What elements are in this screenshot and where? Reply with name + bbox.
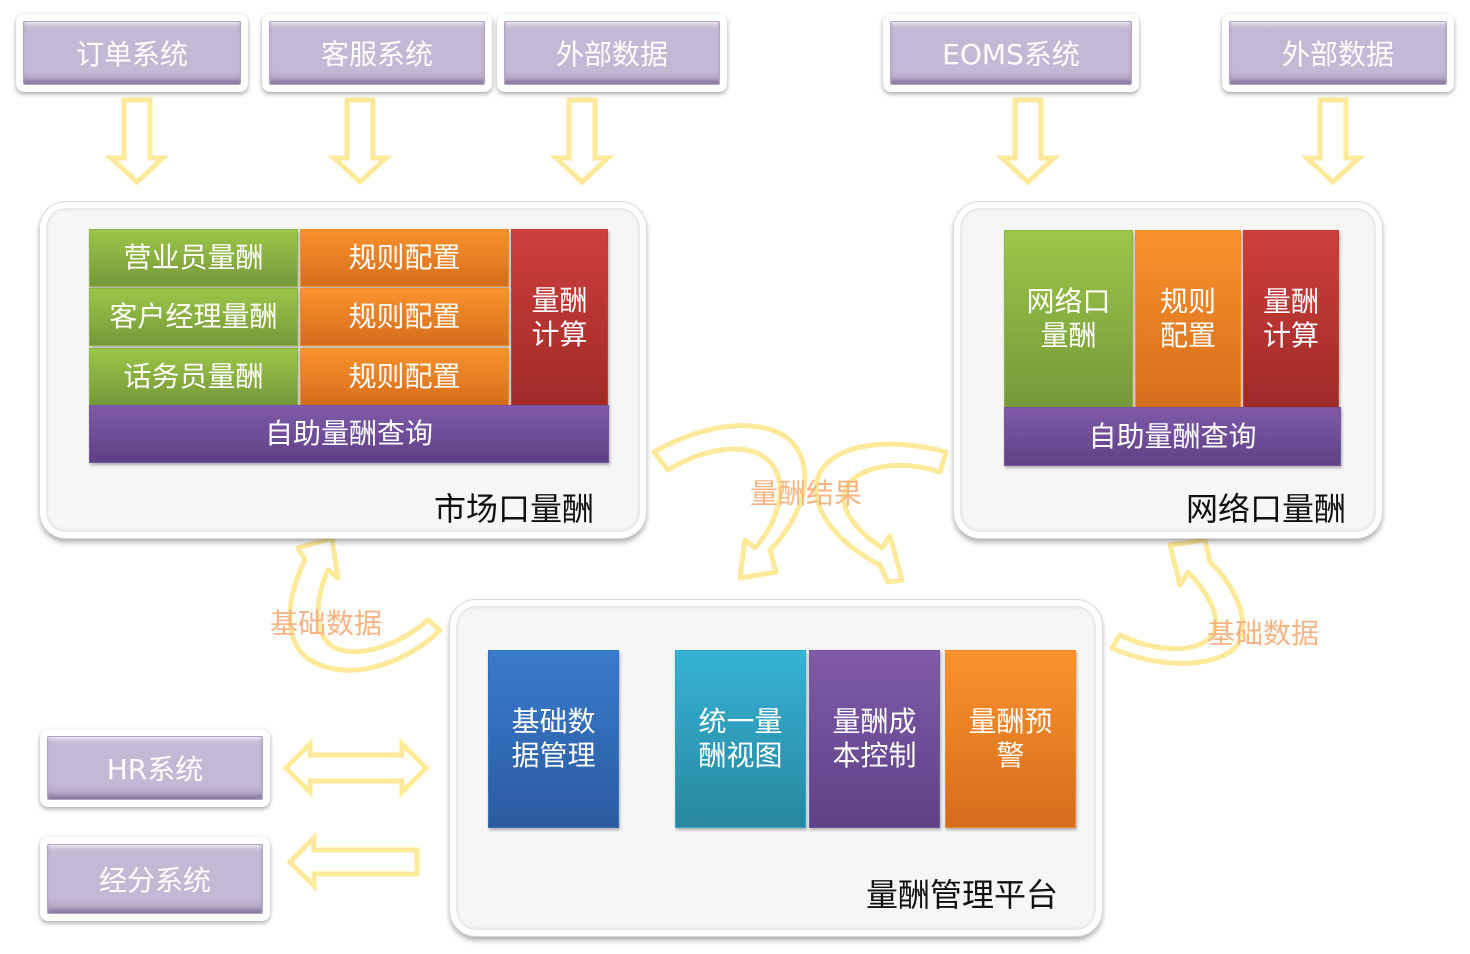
curved-arrow-icon (651, 423, 808, 581)
tile-label: 网络口 量酬 (1026, 285, 1111, 352)
source-order-system[interactable]: 订单系统 (16, 14, 248, 92)
flow-label-result: 量酬结果 (750, 477, 863, 510)
tile-label: 量酬 计算 (531, 283, 588, 351)
module-unified-view[interactable]: 统一量 酬视图 (675, 650, 806, 828)
source-hr-system[interactable]: HR系统 (40, 729, 270, 807)
role-sales-staff[interactable]: 营业员量酬 (89, 229, 298, 287)
source-label: 经分系统 (47, 844, 263, 914)
role-account-manager[interactable]: 客户经理量酬 (89, 288, 298, 346)
curved-arrow-icon (813, 441, 949, 585)
tile-label: 营业员量酬 (123, 241, 264, 275)
source-label: EOMS系统 (890, 21, 1132, 85)
tile-label: 自助量酬查询 (1088, 419, 1257, 453)
tile-label: 自助量酬查询 (264, 417, 433, 451)
source-label: HR系统 (47, 736, 263, 800)
tile-label: 量酬预 警 (968, 705, 1053, 772)
source-eoms-system[interactable]: EOMS系统 (883, 14, 1139, 92)
tile-label: 规则配置 (348, 241, 461, 275)
tile-label: 统一量 酬视图 (698, 705, 783, 772)
flow-label-base-right: 基础数据 (1207, 617, 1320, 650)
module-warning[interactable]: 量酬预 警 (945, 650, 1076, 828)
network-self-service-query[interactable]: 自助量酬查询 (1004, 407, 1341, 466)
self-service-query[interactable]: 自助量酬查询 (89, 405, 609, 463)
rule-config-1[interactable]: 规则配置 (300, 229, 509, 287)
network-compensation-calc[interactable]: 量酬 计算 (1243, 230, 1339, 408)
tile-label: 规则配置 (348, 300, 461, 334)
tile-label: 规则配置 (348, 360, 461, 394)
network-role[interactable]: 网络口 量酬 (1004, 230, 1133, 408)
panel-title: 市场口量酬 (434, 490, 595, 528)
source-label: 外部数据 (504, 21, 720, 85)
compensation-calc[interactable]: 量酬 计算 (511, 229, 608, 406)
network-rule-config[interactable]: 规则 配置 (1135, 230, 1241, 408)
down-arrow-icon (995, 97, 1061, 186)
curved-arrow-icon (1109, 537, 1246, 666)
down-arrow-icon (1300, 97, 1366, 186)
double-arrow-icon (282, 737, 430, 799)
role-call-agent[interactable]: 话务员量酬 (89, 348, 298, 406)
module-base-data-management[interactable]: 基础数 据管理 (488, 650, 619, 828)
source-external-data[interactable]: 外部数据 (497, 14, 727, 92)
down-arrow-icon (327, 97, 393, 186)
panel-title: 量酬管理平台 (866, 876, 1059, 914)
tile-label: 量酬成 本控制 (832, 705, 917, 772)
tile-label: 话务员量酬 (123, 360, 264, 394)
tile-label: 客户经理量酬 (109, 300, 278, 334)
source-customer-service-system[interactable]: 客服系统 (262, 14, 492, 92)
module-cost-control[interactable]: 量酬成 本控制 (809, 650, 940, 828)
flow-label-base-left: 基础数据 (270, 607, 383, 640)
down-arrow-icon (104, 97, 170, 186)
source-label: 客服系统 (269, 21, 485, 85)
tile-label: 量酬 计算 (1262, 285, 1319, 352)
source-label: 外部数据 (1229, 21, 1447, 85)
down-arrow-icon (549, 97, 615, 186)
rule-config-2[interactable]: 规则配置 (300, 288, 509, 346)
left-arrow-icon (286, 831, 420, 893)
source-analysis-system[interactable]: 经分系统 (40, 837, 270, 921)
panel-title: 网络口量酬 (1186, 490, 1347, 528)
tile-label: 基础数 据管理 (511, 705, 596, 772)
source-label: 订单系统 (23, 21, 241, 85)
source-external-data-2[interactable]: 外部数据 (1222, 14, 1454, 92)
curved-arrow-icon (287, 535, 443, 673)
rule-config-3[interactable]: 规则配置 (300, 348, 509, 406)
tile-label: 规则 配置 (1159, 285, 1216, 352)
